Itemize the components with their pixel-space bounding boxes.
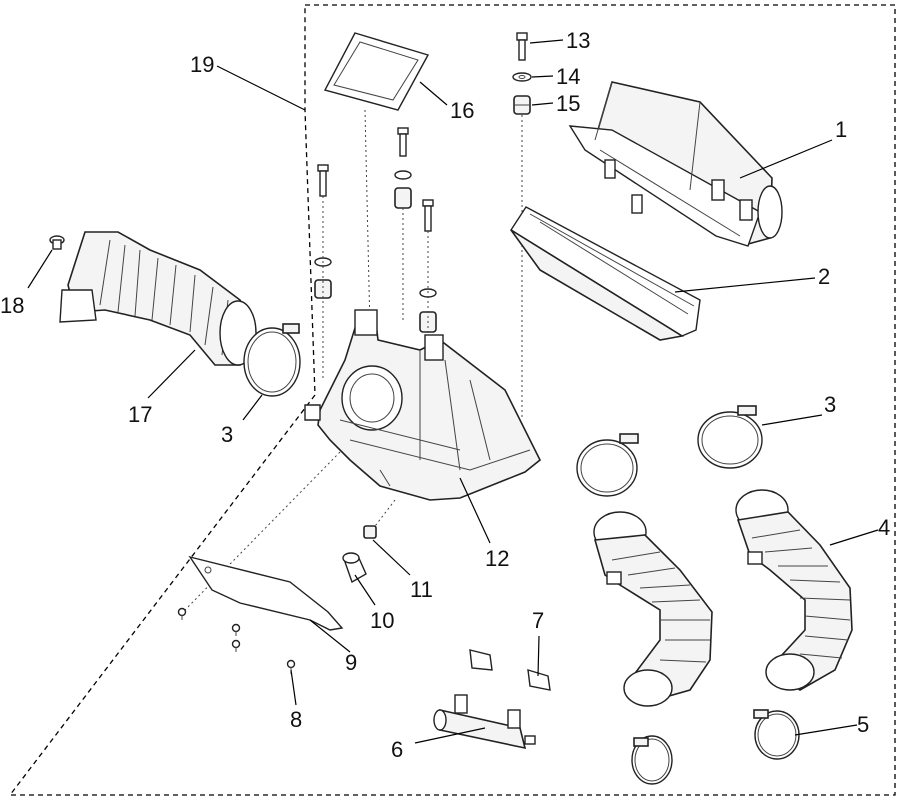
callout-1: 1	[835, 117, 847, 142]
clamp-3-left	[243, 323, 301, 397]
callout-4: 4	[878, 515, 890, 540]
air-box-12	[304, 309, 542, 501]
callout-7: 7	[532, 608, 544, 633]
clamp-11	[363, 525, 377, 539]
housing-cover-1	[568, 81, 783, 247]
hose-4-right	[735, 489, 853, 691]
bolt-center	[394, 127, 412, 320]
washer-14	[512, 72, 532, 82]
callout-15: 15	[556, 91, 580, 116]
callout-5: 5	[857, 712, 869, 737]
bracket-9	[188, 555, 344, 631]
grommet-15	[513, 95, 531, 115]
callout-10: 10	[370, 608, 394, 633]
callout-16: 16	[450, 98, 474, 123]
callout-14: 14	[556, 64, 580, 89]
callout-6: 6	[391, 737, 403, 762]
bolt-right	[419, 199, 437, 340]
gasket-16	[323, 32, 430, 331]
callout-9: 9	[345, 650, 357, 675]
callout-19: 19	[190, 52, 214, 77]
callout-8: 8	[290, 707, 302, 732]
drain-valve-10	[342, 552, 367, 584]
clip-7-a	[469, 649, 493, 671]
clamp-3-center	[576, 433, 639, 497]
callout-11: 11	[410, 577, 433, 602]
hose-4-left	[593, 511, 713, 707]
screw-18	[49, 235, 65, 250]
callout-12: 12	[485, 546, 509, 571]
bolt-13	[516, 32, 528, 61]
intake-hose-17	[59, 231, 257, 366]
screws-8	[177, 607, 296, 674]
clip-7-b	[527, 669, 551, 691]
callout-18: 18	[0, 293, 24, 318]
bolt-left	[314, 164, 332, 380]
air-filter-2	[510, 206, 701, 341]
manifold-6	[433, 694, 536, 750]
callout-3-right: 3	[824, 392, 836, 417]
callout-3-left: 3	[221, 422, 233, 447]
callout-17: 17	[128, 402, 152, 427]
callout-13: 13	[566, 28, 590, 53]
clamp-3-right	[697, 405, 763, 469]
clamp-5-right	[753, 709, 800, 760]
callout-2: 2	[818, 264, 830, 289]
clamp-5-left	[631, 735, 673, 785]
